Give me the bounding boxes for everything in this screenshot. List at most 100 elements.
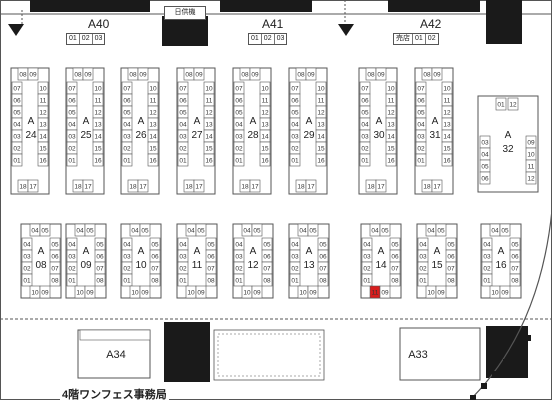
booth-number[interactable]: 18 [74,184,82,191]
booth-number[interactable]: 03 [68,134,76,141]
booth-number[interactable]: 05 [141,228,149,235]
booth-number[interactable]: 04 [68,242,76,249]
booth-number[interactable]: 09 [501,290,509,297]
booth-number[interactable]: 05 [319,242,327,249]
booth-cell[interactable] [137,179,149,193]
booth-number[interactable]: 05 [361,110,369,117]
booth-number[interactable]: 05 [511,242,519,249]
booth-number[interactable]: 03 [179,254,187,261]
booth-number[interactable]: 05 [123,110,131,117]
booth-number[interactable]: 07 [13,86,21,93]
booth-number[interactable]: 08 [207,278,215,285]
booth-number[interactable]: 16 [443,158,451,165]
booth-number[interactable]: 06 [68,98,76,105]
booth-number[interactable]: 05 [501,228,509,235]
booth-number[interactable]: 15 [149,146,157,153]
booth-cell[interactable] [499,223,511,237]
booth-number[interactable]: 07 [291,86,299,93]
booth-number[interactable]: 01 [123,278,131,285]
booth-number[interactable]: 03 [235,134,243,141]
booth-number[interactable]: 03 [179,134,187,141]
booth-number[interactable]: 09 [251,72,259,79]
booth-number[interactable]: 15 [443,146,451,153]
booth-number[interactable]: 07 [96,266,104,273]
booth-number[interactable]: 08 [241,72,249,79]
booth-number[interactable]: 10 [94,86,102,93]
booth-number[interactable]: 05 [391,242,399,249]
booth-number[interactable]: 07 [123,86,131,93]
booth-number[interactable]: 03 [419,254,427,261]
booth-cell[interactable] [435,285,447,299]
booth-number[interactable]: 02 [361,146,369,153]
booth-number[interactable]: 04 [361,122,369,129]
booth-cell[interactable] [307,223,319,237]
booth-number[interactable]: 03 [13,134,21,141]
booth-number[interactable]: 05 [309,228,317,235]
booth-cell[interactable] [251,285,263,299]
booth-number[interactable]: 13 [387,122,395,129]
booth-number[interactable]: 11 [262,98,269,105]
booth-number[interactable]: 06 [391,254,399,261]
booth-cell[interactable] [479,171,491,185]
booth-cell[interactable] [39,285,51,299]
booth-cell[interactable] [233,153,245,167]
booth-number[interactable]: 04 [123,242,131,249]
booth-number[interactable]: 04 [31,228,39,235]
booth-number[interactable]: 04 [481,152,489,159]
booth-number[interactable]: 10 [443,86,451,93]
booth-number[interactable]: 06 [319,254,327,261]
booth-number[interactable]: 06 [361,98,369,105]
booth-number[interactable]: 04 [417,122,425,129]
booth-number[interactable]: 02 [483,266,491,273]
booth-number[interactable]: 03 [363,254,371,261]
booth-number[interactable]: 05 [86,228,94,235]
booth-number[interactable]: 18 [367,184,375,191]
booth-number[interactable]: 08 [96,278,104,285]
booth-cell[interactable] [203,153,215,167]
booth[interactable]: 売店 [396,35,410,42]
booth-number[interactable]: 09 [141,290,149,297]
booth-cell[interactable] [195,223,207,237]
booth-number[interactable]: 09 [195,72,203,79]
booth-cell[interactable] [261,273,273,287]
booth-number[interactable]: 03 [123,134,131,141]
booth-number[interactable]: 08 [74,72,82,79]
booth-number[interactable]: 04 [179,122,187,129]
booth[interactable]: 02 [260,34,274,44]
booth-cell[interactable] [525,171,537,185]
booth-number[interactable]: 11 [388,98,395,105]
booth-number[interactable]: 02 [291,266,299,273]
booth-cell[interactable] [121,273,133,287]
booth-number[interactable]: 10 [527,152,535,159]
booth-number[interactable]: 12 [317,110,325,117]
booth-number[interactable]: 09 [84,72,92,79]
booth-cell[interactable] [139,223,151,237]
booth-cell[interactable] [379,285,391,299]
booth-number[interactable]: 05 [417,110,425,117]
booth-number[interactable]: 07 [51,266,59,273]
booth-number[interactable]: 06 [417,98,425,105]
booth-number[interactable]: 13 [443,122,451,129]
booth-number[interactable]: 04 [371,228,379,235]
booth-number[interactable]: 17 [195,184,203,191]
booth-number[interactable]: 18 [19,184,27,191]
booth-cell[interactable] [66,273,78,287]
booth-number[interactable]: 02 [68,146,76,153]
booth-number[interactable]: 05 [51,242,59,249]
booth-number[interactable]: 13 [317,122,325,129]
booth-number[interactable]: 05 [13,110,21,117]
booth-number[interactable]: 04 [363,242,371,249]
booth-number[interactable]: 12 [261,110,269,117]
booth-number[interactable]: 14 [317,134,325,141]
booth-cell[interactable] [481,273,493,287]
booth-number[interactable]: 06 [207,254,215,261]
booth-number[interactable]: 05 [291,110,299,117]
booth-number[interactable]: 09 [307,72,315,79]
booth-number[interactable]: 05 [207,242,215,249]
booth-number[interactable]: 03 [291,134,299,141]
booth-number[interactable]: 05 [68,110,76,117]
booth-number[interactable]: 12 [205,110,213,117]
booth-number[interactable]: 08 [391,278,399,285]
booth-cell[interactable] [37,153,49,167]
booth[interactable]: 02 [424,34,438,44]
